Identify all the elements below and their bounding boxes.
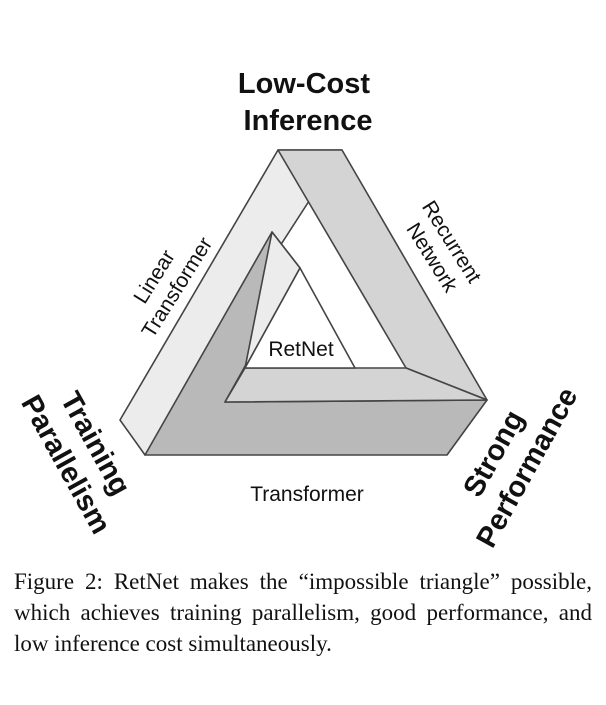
center-triangle: [244, 267, 356, 369]
impossible-triangle-diagram: Low-Cost Inference Training Parallelism …: [14, 68, 584, 553]
corner-top-line-2: Inference: [244, 105, 373, 137]
corner-top-label: Low-Cost Inference: [238, 68, 378, 137]
figure-caption: Figure 2: RetNet makes the “impossible t…: [14, 566, 592, 659]
caption-label: Figure 2:: [14, 569, 103, 594]
corner-left-label: Training Parallelism: [14, 373, 148, 540]
corner-top-line-1: Low-Cost: [238, 68, 370, 100]
caption-text: RetNet makes the “impossible triangle” p…: [14, 569, 592, 656]
center-label: RetNet: [268, 338, 334, 361]
side-bottom-label: Transformer: [250, 483, 364, 506]
